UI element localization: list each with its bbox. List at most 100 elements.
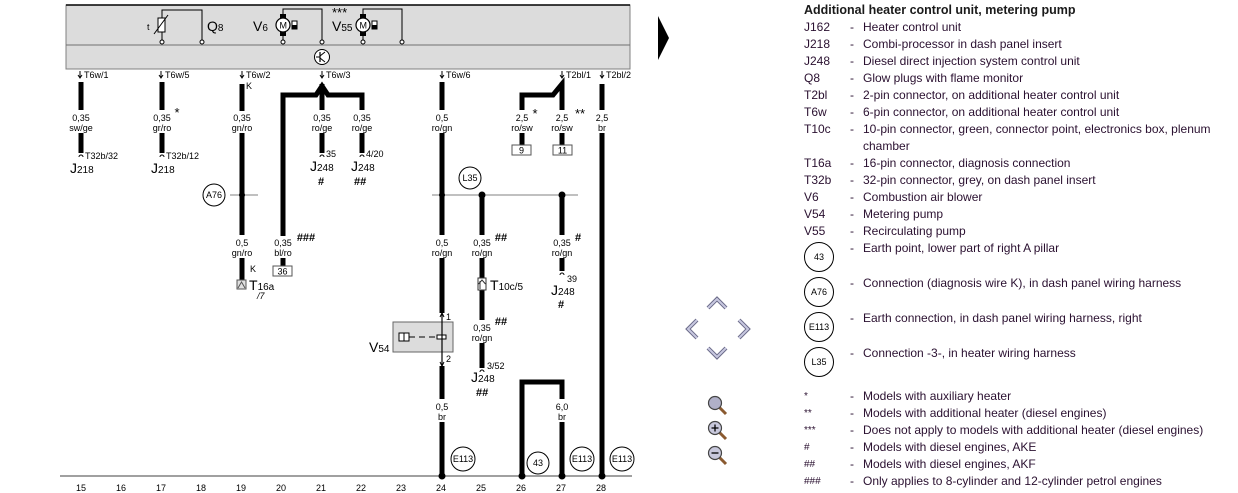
svg-text:ro/gn: ro/gn [432, 248, 453, 258]
legend-dash: - [850, 346, 854, 360]
legend-row: T10c-10-pin connector, green, connector … [804, 121, 1238, 155]
legend-dash: - [850, 54, 854, 68]
svg-text:T16a: T16a [249, 277, 275, 293]
pin-t6w-1: T6w/1 [77, 70, 109, 80]
svg-text:sw/ge: sw/ge [69, 123, 93, 133]
legend-dash: - [850, 224, 854, 238]
svg-text:0,5: 0,5 [436, 238, 449, 248]
legend-row: T16a-16-pin connector, diagnosis connect… [804, 155, 1238, 172]
legend-code: # [804, 442, 810, 453]
zoom-in-button[interactable] [707, 420, 729, 442]
legend-symbol-items: *-Models with auxiliary heater**-Models … [804, 388, 1238, 490]
legend-code: T16a [804, 156, 832, 170]
legend-row: ##-Models with diesel engines, AKF [804, 456, 1238, 473]
v54-metering-pump: 1 2 V54 [369, 311, 454, 368]
svg-text:E113: E113 [612, 454, 632, 464]
legend-description: Glow plugs with flame monitor [863, 71, 1024, 85]
legend-code: *** [804, 425, 816, 436]
legend-code: L35 [804, 347, 834, 377]
zoom-reset-button[interactable] [707, 395, 729, 417]
svg-text:gn/ro: gn/ro [232, 123, 253, 133]
legend-panel: Additional heater control unit, metering… [804, 2, 1238, 490]
svg-text:0,5: 0,5 [236, 238, 249, 248]
svg-text:*: * [532, 106, 537, 121]
legend-description: Diesel direct injection system control u… [863, 54, 1080, 68]
svg-text:E113: E113 [572, 454, 592, 464]
wire-label: 0,5gn/ro [232, 238, 253, 258]
axis-number: 23 [396, 483, 406, 493]
legend-description: Models with diesel engines, AKE [863, 440, 1037, 454]
legend-row: ###-Only applies to 8-cylinder and 12-cy… [804, 473, 1238, 490]
svg-text:#: # [558, 299, 564, 311]
svg-text:2,5: 2,5 [596, 113, 609, 123]
svg-text:ro/gn: ro/gn [552, 248, 573, 258]
legend-dash: - [850, 440, 854, 454]
circle-e113-27: E113 [569, 446, 595, 472]
axis-number: 15 [76, 483, 86, 493]
axis-number: 18 [196, 483, 206, 493]
svg-text:0,35: 0,35 [473, 238, 491, 248]
legend-dash: - [850, 207, 854, 221]
svg-text:L35: L35 [462, 173, 477, 183]
legend-row: T6w-6-pin connector, on additional heate… [804, 104, 1238, 121]
svg-text:V54: V54 [369, 339, 390, 355]
legend-dash: - [850, 406, 854, 420]
legend-dash: - [850, 88, 854, 102]
wire-label: 2,5br [596, 113, 609, 133]
legend-code: * [804, 391, 808, 402]
next-page-arrow-icon[interactable] [658, 16, 669, 60]
zoom-out-icon [707, 445, 728, 466]
svg-text:##: ## [476, 387, 488, 399]
pin-t6w-6: T6w/6 [439, 70, 471, 80]
pan-left-button[interactable] [685, 318, 699, 340]
legend-row: E113-Earth connection, in dash panel wir… [804, 310, 1238, 345]
axis-number: 16 [116, 483, 126, 493]
zoom-out-button[interactable] [707, 445, 729, 467]
legend-description: Combustion air blower [863, 190, 983, 204]
legend-dash: - [850, 122, 854, 136]
legend-row: Q8-Glow plugs with flame monitor [804, 70, 1238, 87]
legend-description: Models with additional heater (diesel en… [863, 406, 1107, 420]
legend-dash: - [850, 241, 854, 255]
pan-up-button[interactable] [706, 296, 728, 310]
wire-label: 2,5ro/sw** [551, 106, 585, 133]
svg-text:A76: A76 [206, 190, 222, 200]
svg-text:ro/sw: ro/sw [511, 123, 533, 133]
wires [78, 76, 605, 476]
svg-text:gn/ro: gn/ro [232, 248, 253, 258]
legend-row: 43-Earth point, lower part of right A pi… [804, 240, 1238, 275]
legend-row: J248-Diesel direct injection system cont… [804, 53, 1238, 70]
svg-text:##: ## [495, 232, 507, 244]
legend-row: # -Models with diesel engines, AKE [804, 439, 1238, 456]
circle-a76: A76 [202, 183, 226, 207]
axis-number: 22 [356, 483, 366, 493]
pan-right-button[interactable] [737, 318, 751, 340]
pin-t6w-5: T6w/5 [158, 70, 190, 80]
circle-43: 43 [526, 451, 550, 475]
axis-number: 28 [596, 483, 606, 493]
junction-dots [239, 191, 566, 199]
svg-text:0,35: 0,35 [153, 113, 171, 123]
legend-dash: - [850, 190, 854, 204]
legend-dash: - [850, 311, 854, 325]
pan-down-button[interactable] [706, 346, 728, 360]
svg-text:bl/ro: bl/ro [274, 248, 292, 258]
v6-motor-symbol: M [275, 8, 325, 45]
legend-description: Recirculating pump [863, 224, 966, 238]
legend-code: ## [804, 459, 816, 470]
wiring-diagram: t Q8 V6 M *** V55 M [60, 4, 635, 493]
axis-number: 26 [516, 483, 526, 493]
svg-text:M: M [280, 21, 288, 31]
svg-text:39: 39 [567, 274, 577, 284]
legend-code: Q8 [804, 71, 821, 85]
legend-code: 43 [804, 242, 834, 272]
legend-row: V55-Recirculating pump [804, 223, 1238, 240]
svg-text:J218: J218 [70, 160, 94, 176]
legend-row: T32b-32-pin connector, grey, on dash pan… [804, 172, 1238, 189]
circle-e113-28: E113 [609, 446, 635, 472]
